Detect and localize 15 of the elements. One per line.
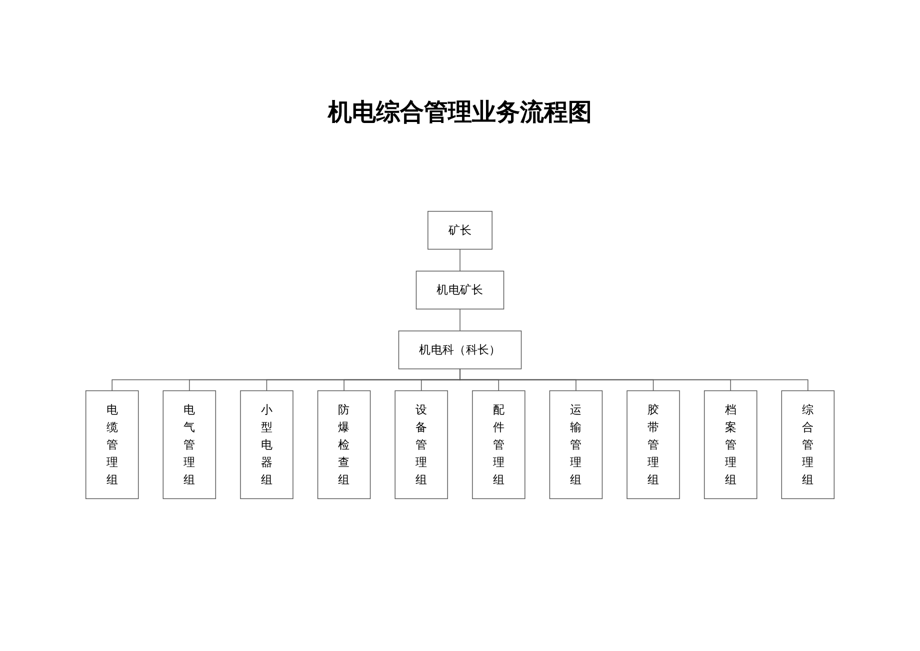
node-box: 电缆管理组 bbox=[85, 390, 139, 500]
node-box: 电气管理组 bbox=[162, 390, 216, 500]
node-box: 机电科（科长） bbox=[398, 330, 522, 370]
node-box: 防爆检查组 bbox=[317, 390, 371, 500]
node-box: 机电矿长 bbox=[416, 270, 504, 310]
node-box: 运输管理组 bbox=[549, 390, 603, 500]
node-box: 胶带管理组 bbox=[626, 390, 680, 500]
node-box: 矿长 bbox=[428, 210, 492, 250]
node-box: 小型电器组 bbox=[240, 390, 294, 500]
node-box: 配件管理组 bbox=[472, 390, 526, 500]
connector bbox=[460, 368, 808, 392]
node-box: 档案管理组 bbox=[704, 390, 758, 500]
diagram-title: 机电综合管理业务流程图 bbox=[328, 96, 592, 128]
node-box: 综合管理组 bbox=[781, 390, 835, 500]
node-box: 设备管理组 bbox=[394, 390, 448, 500]
